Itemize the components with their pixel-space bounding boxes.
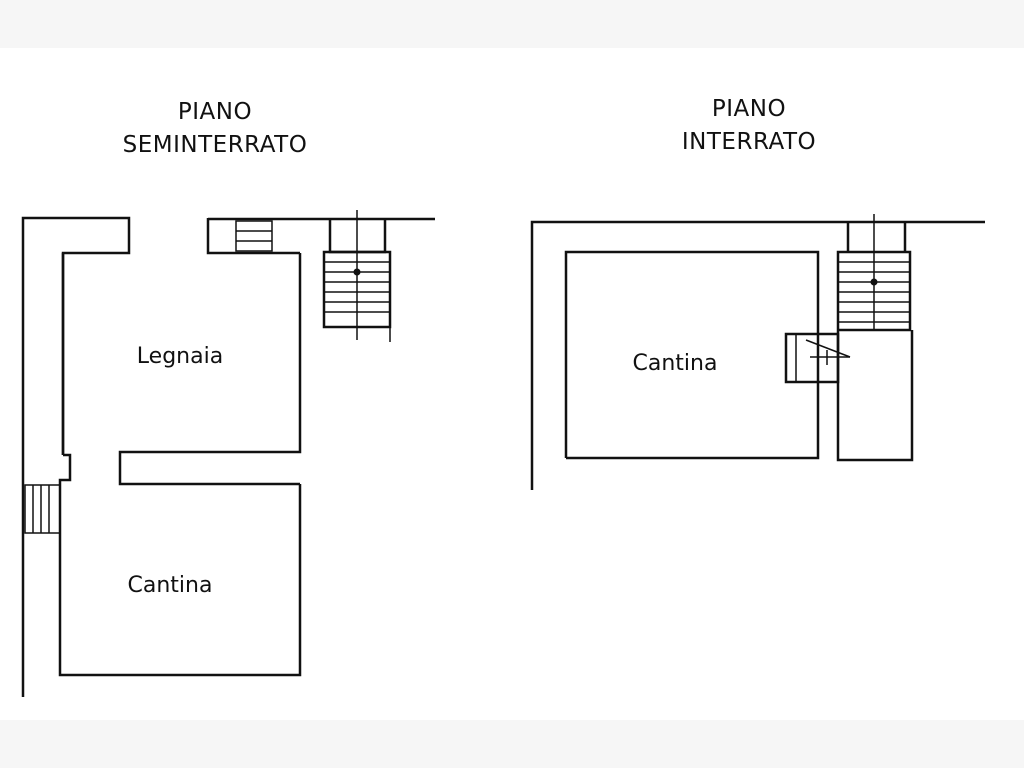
plan-interrato: PIANO INTERRATO Cantina bbox=[530, 96, 985, 490]
top-stair bbox=[235, 220, 273, 252]
drawing-sheet bbox=[0, 48, 1024, 720]
stair-block-walls bbox=[836, 222, 914, 462]
stair-steps bbox=[838, 261, 910, 323]
plan-seminterrato: PIANO SEMINTERRATO bbox=[21, 99, 435, 697]
room-label-legnaia: Legnaia bbox=[137, 344, 223, 369]
outer-wall-top-right bbox=[206, 218, 300, 255]
left-stair bbox=[24, 484, 61, 534]
plan-title-line2: SEMINTERRATO bbox=[123, 132, 308, 158]
plan-title-line2: INTERRATO bbox=[682, 129, 816, 155]
room-label-cantina: Cantina bbox=[633, 351, 718, 376]
outer-wall bbox=[21, 216, 131, 697]
side-stair bbox=[784, 332, 851, 384]
plan-title-line1: PIANO bbox=[712, 96, 786, 122]
main-staircase bbox=[322, 210, 392, 342]
legnaia-room-walls bbox=[58, 253, 302, 486]
cantina-room-walls bbox=[58, 484, 302, 677]
plan-title-line1: PIANO bbox=[178, 99, 252, 125]
cantina-room-walls bbox=[564, 250, 820, 460]
outer-wall bbox=[530, 220, 985, 490]
room-label-cantina: Cantina bbox=[128, 573, 213, 598]
